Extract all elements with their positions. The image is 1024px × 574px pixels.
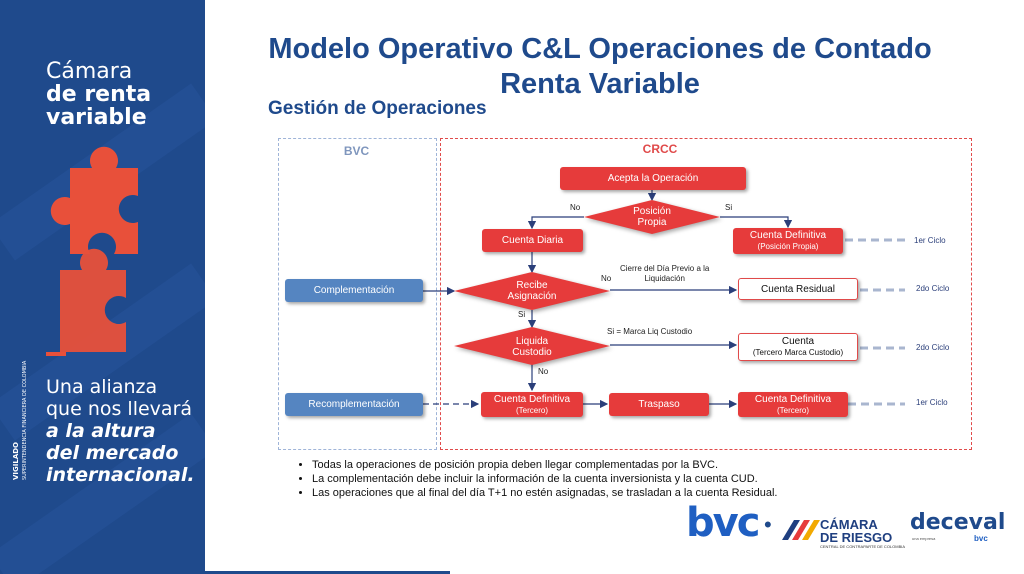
camara-logo-line-2: DE RIESGO <box>820 530 893 545</box>
cuenta-definitiva-propia-box: Cuenta Definitiva (Posición Propia) <box>733 228 843 254</box>
cuenta-definitiva-tercero-left-line-2: (Tercero) <box>515 405 548 415</box>
cuenta-residual-label: Cuenta Residual <box>761 283 835 295</box>
posicion-propia-line-2: Propia <box>637 217 667 228</box>
brand-word-3: variable <box>46 105 147 130</box>
cuenta-definitiva-tercero-right-line-1: Cuenta Definitiva <box>754 393 832 405</box>
notes-list: Todas la operaciones de posición propia … <box>296 458 832 500</box>
title-line-2: Renta Variable <box>500 68 700 100</box>
edge-label-si-recibe: Si <box>518 310 526 319</box>
brand-word-2: de renta <box>46 82 152 107</box>
recomplementacion-label: Recomplementación <box>308 399 400 410</box>
liquida-custodio-node: Liquida Custodio <box>484 332 580 362</box>
traspaso-label: Traspaso <box>638 399 680 410</box>
camara-logo-sub: CENTRAL DE CONTRAPARTE DE COLOMBIA <box>820 544 906 549</box>
edge-label-cierre-line-1: Cierre del Día Previo a la <box>620 264 710 273</box>
cuenta-residual-box: Cuenta Residual <box>738 278 858 300</box>
tagline-line-2: que nos llevará <box>46 398 193 420</box>
note-item: Las operaciones que al final del día T+1… <box>312 486 832 500</box>
complementacion-box: Complementación <box>285 279 423 302</box>
cuenta-definitiva-propia-line-1: Cuenta Definitiva <box>749 230 827 241</box>
cuenta-diaria-label: Cuenta Diaria <box>501 235 564 246</box>
deceval-logo-bvc: bvc <box>974 534 988 543</box>
complementacion-label: Complementación <box>313 285 395 296</box>
bvc-frame <box>278 138 437 450</box>
camara-riesgo-logo: CÁMARA DE RIESGO <box>820 518 892 544</box>
crcc-frame <box>440 138 972 450</box>
edge-label-si-top: Si <box>725 203 733 212</box>
tagline-line-1: Una alianza <box>46 376 158 398</box>
cycle-label-2: 2do Ciclo <box>916 284 950 293</box>
tagline-line-4: del mercado <box>46 442 179 464</box>
cycle-label-1: 1er Ciclo <box>914 236 946 245</box>
title-line-1: Modelo Operativo C&L Operaciones de Cont… <box>268 33 932 65</box>
cuenta-definitiva-tercero-right-line-2: (Tercero) <box>776 405 809 415</box>
traspaso-box: Traspaso <box>609 393 709 416</box>
cycle-label-3: 2do Ciclo <box>916 343 950 352</box>
page-title: Modelo Operativo C&L Operaciones de Cont… <box>230 32 970 102</box>
recibe-asignacion-line-2: Asignación <box>507 291 557 302</box>
edge-label-cierre-line-2: Liquidación <box>644 274 685 283</box>
liquida-custodio-line-1: Liquida <box>515 336 549 347</box>
brand-word-1: Cámara <box>46 59 133 84</box>
camara-riesgo-emblem-icon <box>782 520 820 540</box>
edge-label-no-liquida: No <box>538 367 549 376</box>
edge-label-cierre: Cierre del Día Previo a la Liquidación <box>620 264 709 284</box>
brand-sidebar: Cámara de renta variable Una alianza que… <box>0 0 205 574</box>
posicion-propia-line-1: Posición <box>633 206 671 217</box>
cuenta-definitiva-tercero-right-box: Cuenta Definitiva (Tercero) <box>738 392 848 417</box>
crcc-header: CRCC <box>642 142 678 156</box>
recibe-asignacion-line-1: Recibe <box>516 280 548 291</box>
partner-logos: bvc • CÁMARA DE RIESGO CENTRAL DE CONTRA… <box>680 496 1010 554</box>
posicion-propia-node: Posición Propia <box>606 203 698 231</box>
page-subtitle: Gestión de Operaciones <box>268 98 487 119</box>
posicion-diamond-shape <box>584 200 720 234</box>
recibe-diamond-shape <box>454 272 610 310</box>
note-item: Todas la operaciones de posición propia … <box>312 458 832 472</box>
cuenta-tercero-line-1: Cuenta <box>781 336 815 347</box>
cuenta-definitiva-propia-line-2: (Posición Propia) <box>757 242 819 251</box>
cuenta-definitiva-tercero-left-box: Cuenta Definitiva (Tercero) <box>481 392 583 417</box>
recomplementacion-box: Recomplementación <box>285 393 423 416</box>
logo-separator-dot: • <box>764 512 772 537</box>
deceval-logo: deceval <box>910 510 1006 535</box>
puzzle-piece-icon <box>50 146 138 352</box>
bvc-logo: bvc <box>686 500 760 546</box>
tagline-line-3: a la altura <box>46 420 156 442</box>
cuenta-diaria-box: Cuenta Diaria <box>482 229 583 252</box>
acepta-operacion-label: Acepta la Operación <box>607 173 699 184</box>
recibe-asignacion-node: Recibe Asignación <box>484 276 580 306</box>
liquida-custodio-line-2: Custodio <box>512 347 552 358</box>
camara-logo-line-1: CÁMARA <box>820 517 878 532</box>
liquida-diamond-shape <box>454 327 610 365</box>
divider-dash <box>46 352 66 356</box>
cuenta-definitiva-tercero-left-line-1: Cuenta Definitiva <box>493 393 571 405</box>
tagline-line-5: internacional. <box>46 464 195 486</box>
note-item: La complementación debe incluir la infor… <box>312 472 832 486</box>
cuenta-tercero-line-2: (Tercero Marca Custodio) <box>752 348 844 357</box>
edge-label-si-marca: Si = Marca Liq Custodio <box>607 327 693 336</box>
deceval-logo-sub: una empresa <box>912 536 936 541</box>
cuenta-tercero-box: Cuenta (Tercero Marca Custodio) <box>738 333 858 361</box>
bvc-header: BVC <box>343 144 370 158</box>
acepta-operacion-box: Acepta la Operación <box>560 167 746 190</box>
footer-bar <box>170 571 450 574</box>
edge-label-no-recibe: No <box>601 274 612 283</box>
edge-label-no-top: No <box>570 203 581 212</box>
cycle-label-4: 1er Ciclo <box>916 398 948 407</box>
